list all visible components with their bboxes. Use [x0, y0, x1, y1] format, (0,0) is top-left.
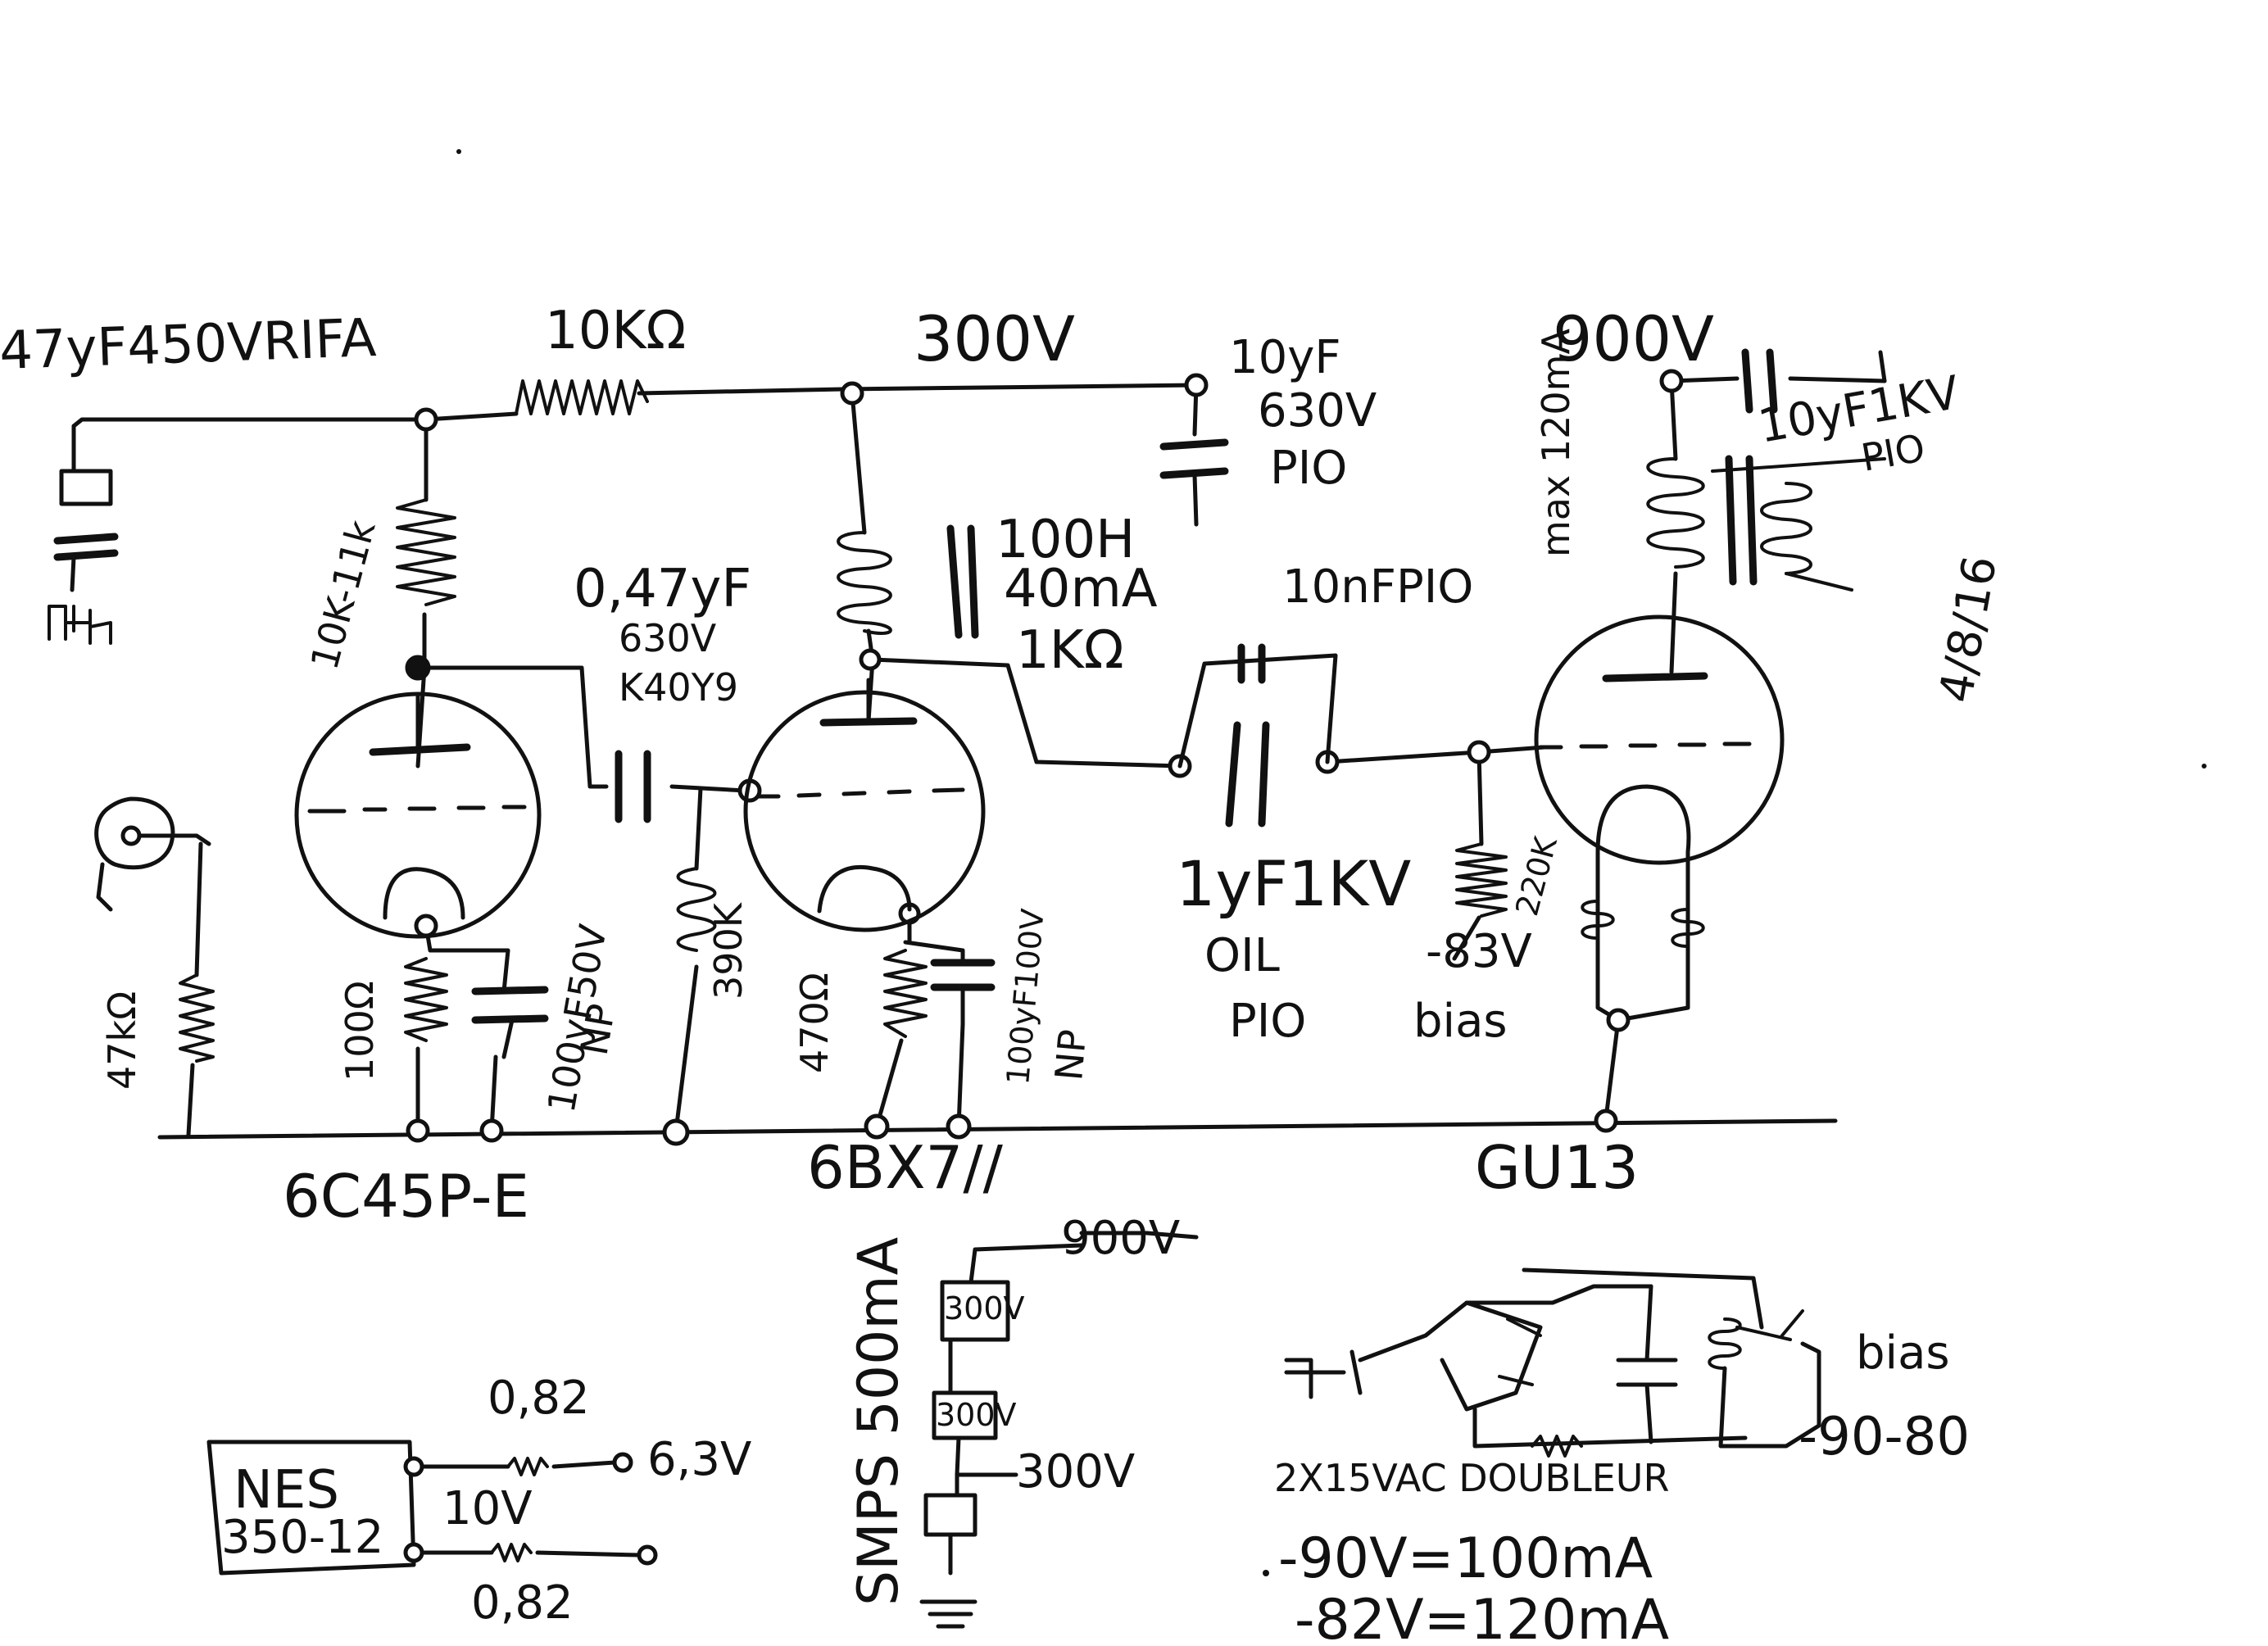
label-smps-900v: 900V: [1061, 1212, 1180, 1265]
resistor-cathode2: [883, 949, 928, 1038]
label-cap-10uf-b: 630V: [1258, 384, 1377, 438]
label-resistor-anode1: 10K-11k: [302, 515, 383, 674]
resistor-anode1: [396, 498, 456, 606]
capacitor-cathode2: [930, 959, 996, 1027]
junction-dot: [662, 1118, 690, 1146]
bias-doubler: [1284, 1267, 1821, 1458]
label-grid-resistor: 47kΩ: [100, 991, 144, 1090]
junction-dot: [1184, 373, 1209, 397]
smps-module-3: [923, 1493, 978, 1537]
smps-module-1: [940, 1280, 1010, 1342]
capacitor-10nf: [1177, 643, 1338, 769]
label-resistor-390k: 390K: [706, 901, 751, 1000]
capacitor-300v-filter: [1159, 438, 1229, 527]
label-choke-a: 100H: [996, 510, 1135, 570]
label-nes-a: NES: [234, 1460, 339, 1521]
label-cathode1-cap-b: NP: [572, 1000, 624, 1059]
label-tube3: GU13: [1475, 1133, 1639, 1202]
junctions: [405, 369, 1684, 1146]
label-resistor-1k: 1KΩ: [1016, 620, 1124, 681]
tube-gu13: [1534, 614, 1785, 865]
filament-coils: [1581, 900, 1705, 948]
label-doubler: 2X15VAC DOUBLEUR: [1274, 1456, 1669, 1500]
label-cathode2-cap-a: 100yF100V: [1000, 907, 1051, 1086]
label-cap-10uf-a: 10yF: [1229, 331, 1341, 384]
capacitor-1uf: [1225, 721, 1270, 828]
label-nes-out1: 6,3V: [647, 1433, 751, 1486]
junction-dot: [1467, 740, 1491, 764]
label-cathode1-resistor: 100Ω: [338, 981, 382, 1081]
label-output-cap-b: PIO: [1858, 425, 1929, 480]
smps-chain: [919, 1231, 1199, 1629]
junction-dot: [405, 655, 431, 681]
stray-marks: [456, 149, 2207, 1576]
resistor-220k: [1455, 842, 1508, 918]
label-cathode2-resistor: 470Ω: [792, 973, 837, 1073]
label-smps-module-1: 300V: [944, 1290, 1025, 1326]
label-choke-b: 40mA: [1004, 559, 1158, 619]
label-900v: 900V: [1553, 302, 1714, 375]
junction-dot: [1606, 1008, 1631, 1032]
label-cap-1uf-c: PIO: [1229, 995, 1306, 1048]
capacitor-cathode1: [471, 986, 549, 1059]
label-coupling-cap-a: 0,47yF: [574, 559, 751, 619]
resistor-390k: [676, 867, 717, 952]
capacitor-input-filter: [53, 424, 119, 592]
capacitor-900v-output: [1741, 348, 1887, 414]
label-input-filter-cap: 47yF450VRIFA: [0, 308, 378, 382]
junction-dot: [859, 648, 882, 671]
label-cathode2-cap-b: NP: [1046, 1027, 1095, 1082]
tube-6c45p: [294, 692, 542, 939]
label-bias-voltage: -83V: [1426, 925, 1532, 978]
junction-dot: [1594, 1109, 1618, 1133]
label-nes-b: 350-12: [221, 1511, 383, 1564]
label-coupling-cap-b: 630V: [619, 616, 717, 660]
label-max-current: max 120mA: [1534, 329, 1578, 557]
junction-dot: [414, 407, 438, 432]
output-transformer: [1646, 455, 1886, 592]
label-bias-range: -90-80: [1799, 1407, 1970, 1467]
junction-dot: [1659, 369, 1684, 393]
resistor-10k: [515, 379, 649, 415]
label-resistor-220k: 220K: [1508, 832, 1564, 920]
input-jack: [94, 796, 175, 912]
label-tube1: 6C45P-E: [283, 1162, 529, 1231]
resistor-grid1: [179, 973, 215, 1063]
tube-6bx7: [743, 678, 986, 932]
junction-dot: [479, 1118, 504, 1143]
label-300v: 300V: [914, 302, 1075, 375]
label-cap-10uf-c: PIO: [1270, 442, 1347, 495]
label-ot-taps: 4/8/16: [1930, 552, 2007, 707]
label-note-2: -82V=120mA: [1295, 1588, 1669, 1642]
label-cap-10nf: 10nFPIO: [1282, 560, 1473, 614]
label-note-1: -90V=100mA: [1278, 1526, 1653, 1591]
label-nes-r1: 0,82: [488, 1372, 590, 1425]
label-nes-out2: 10V: [442, 1482, 533, 1535]
junction-dot: [864, 1113, 890, 1140]
resistor-cathode1: [404, 957, 448, 1042]
label-coupling-cap-c: K40Y9: [619, 665, 738, 710]
label-tube2: 6BX7//: [807, 1133, 1004, 1202]
smps-module-2: [932, 1390, 998, 1440]
junction-dot: [840, 381, 864, 406]
label-bias: bias: [1413, 995, 1508, 1048]
choke-100h: [837, 524, 979, 639]
label-cap-1uf-b: OIL: [1204, 929, 1280, 982]
label-smps-module-2: 300V: [936, 1397, 1017, 1433]
label-cap-1uf-a: 1yF1KV: [1176, 847, 1411, 920]
junction-dot: [946, 1113, 972, 1140]
label-nes-r2: 0,82: [471, 1576, 574, 1630]
junction-dot: [414, 914, 438, 938]
label-smps-300v: 300V: [1016, 1445, 1135, 1499]
label-resistor-10k: 10KΩ: [545, 301, 686, 361]
junction-dot: [406, 1118, 430, 1143]
label-bias-supply: bias: [1856, 1326, 1950, 1380]
input-filter-resistor: [48, 605, 112, 645]
nes-supply: [206, 1440, 658, 1576]
label-smps-title: SMPS 500mA: [846, 1237, 911, 1606]
capacitor-coupling-047: [615, 750, 651, 823]
